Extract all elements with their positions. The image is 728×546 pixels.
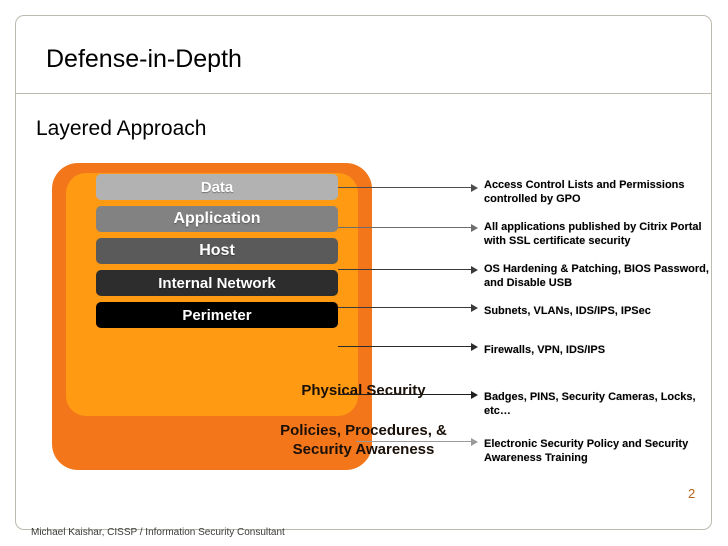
connector-line-3: [338, 269, 471, 270]
annotation-3: OS Hardening & Patching, BIOS Password, …: [484, 263, 709, 289]
layer-bar-internal-network: Internal Network: [96, 270, 338, 296]
annotation-4: Subnets, VLANs, IDS/IPS, IPSec: [484, 305, 651, 317]
page-title: Defense-in-Depth: [46, 45, 242, 73]
page-number: 2: [688, 486, 696, 501]
layer-bar-host: Host: [96, 238, 338, 264]
connector-line-6: [338, 394, 471, 395]
connector-arrowhead-2: [471, 223, 478, 232]
orange-layer-policies-procedures: Policies, Procedures, &Security Awarenes…: [280, 422, 447, 458]
annotation-7: Electronic Security Policy and Security …: [484, 438, 689, 464]
connector-arrowhead-5: [471, 342, 478, 351]
connector-line-2: [338, 227, 471, 228]
annotation-5: Firewalls, VPN, IDS/IPS: [484, 344, 606, 356]
footer-text: Michael Kaishar, CISSP / Information Sec…: [31, 527, 285, 538]
title-divider: [16, 93, 711, 94]
layer-bar-application: Application: [96, 206, 338, 232]
connector-line-4: [338, 307, 471, 308]
connector-line-7: [356, 441, 471, 442]
layer-bar-perimeter: Perimeter: [96, 302, 338, 328]
layer-bar-data: Data: [96, 174, 338, 200]
connector-arrowhead-6: [471, 390, 478, 399]
connector-arrowhead-4: [471, 303, 478, 312]
connector-arrowhead-1: [471, 183, 478, 192]
connector-line-5: [338, 346, 471, 347]
annotation-2: All applications published by Citrix Por…: [484, 221, 702, 247]
connector-arrowhead-7: [471, 437, 478, 446]
annotation-1: Access Control Lists and Permissions con…: [484, 179, 685, 205]
annotation-6: Badges, PINS, Security Cameras, Locks, e…: [484, 391, 696, 417]
connector-line-1: [338, 187, 471, 188]
connector-arrowhead-3: [471, 265, 478, 274]
subtitle: Layered Approach: [36, 117, 207, 140]
